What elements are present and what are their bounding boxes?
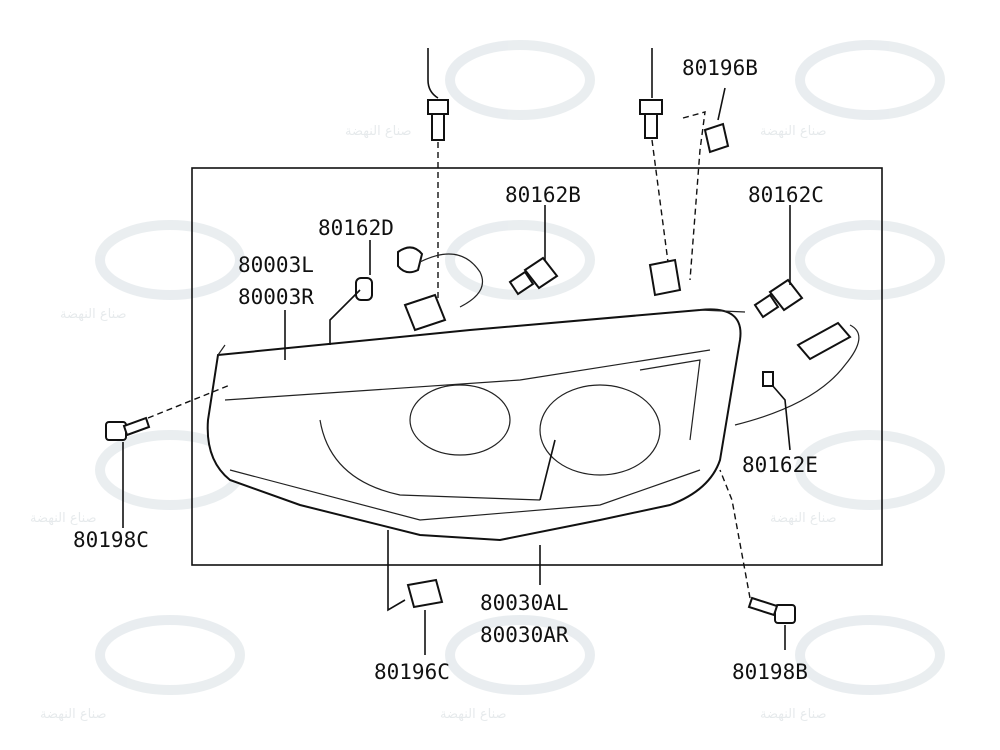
label-80162D: 80162D xyxy=(318,216,394,240)
label-80196B: 80196B xyxy=(682,56,758,80)
label-80030AR: 80030AR xyxy=(480,623,569,647)
watermark-logos: صناع النهضة صناع النهضة صناع النهضة صناع… xyxy=(30,40,945,722)
label-80198C: 80198C xyxy=(73,528,149,552)
bulb-80162D xyxy=(355,246,484,308)
watermark-text: صناع النهضة xyxy=(760,124,827,139)
watermark-text: صناع النهضة xyxy=(440,707,507,722)
label-80162C: 80162C xyxy=(748,183,824,207)
watermark-text: صناع النهضة xyxy=(30,511,97,526)
bulb-80162B xyxy=(508,256,559,296)
leader-lines xyxy=(284,205,791,585)
socket-harness xyxy=(734,321,860,426)
bulb-80162C xyxy=(753,278,804,319)
clip-80196C xyxy=(387,530,444,655)
bolt-80198C xyxy=(105,384,231,528)
watermark-text: صناع النهضة xyxy=(760,707,827,722)
label-80196C: 80196C xyxy=(374,660,450,684)
headlamp-assembly xyxy=(206,258,746,542)
label-80162E: 80162E xyxy=(742,453,818,477)
bolt-top-right xyxy=(639,48,669,263)
label-80030AL: 80030AL xyxy=(480,591,569,615)
label-80198B: 80198B xyxy=(732,660,808,684)
assembly-frame xyxy=(191,167,883,566)
bolt-80198B xyxy=(719,469,796,650)
label-80003R: 80003R xyxy=(238,285,314,309)
label-80162B: 80162B xyxy=(505,183,581,207)
watermark-text: صناع النهضة xyxy=(345,124,412,139)
watermark-text: صناع النهضة xyxy=(60,307,127,322)
watermark-text: صناع النهضة xyxy=(770,511,837,526)
bolt-top-left xyxy=(427,48,449,305)
watermark-text: صناع النهضة xyxy=(40,707,107,722)
clip-80196B xyxy=(682,87,730,281)
label-80003L: 80003L xyxy=(238,253,314,277)
